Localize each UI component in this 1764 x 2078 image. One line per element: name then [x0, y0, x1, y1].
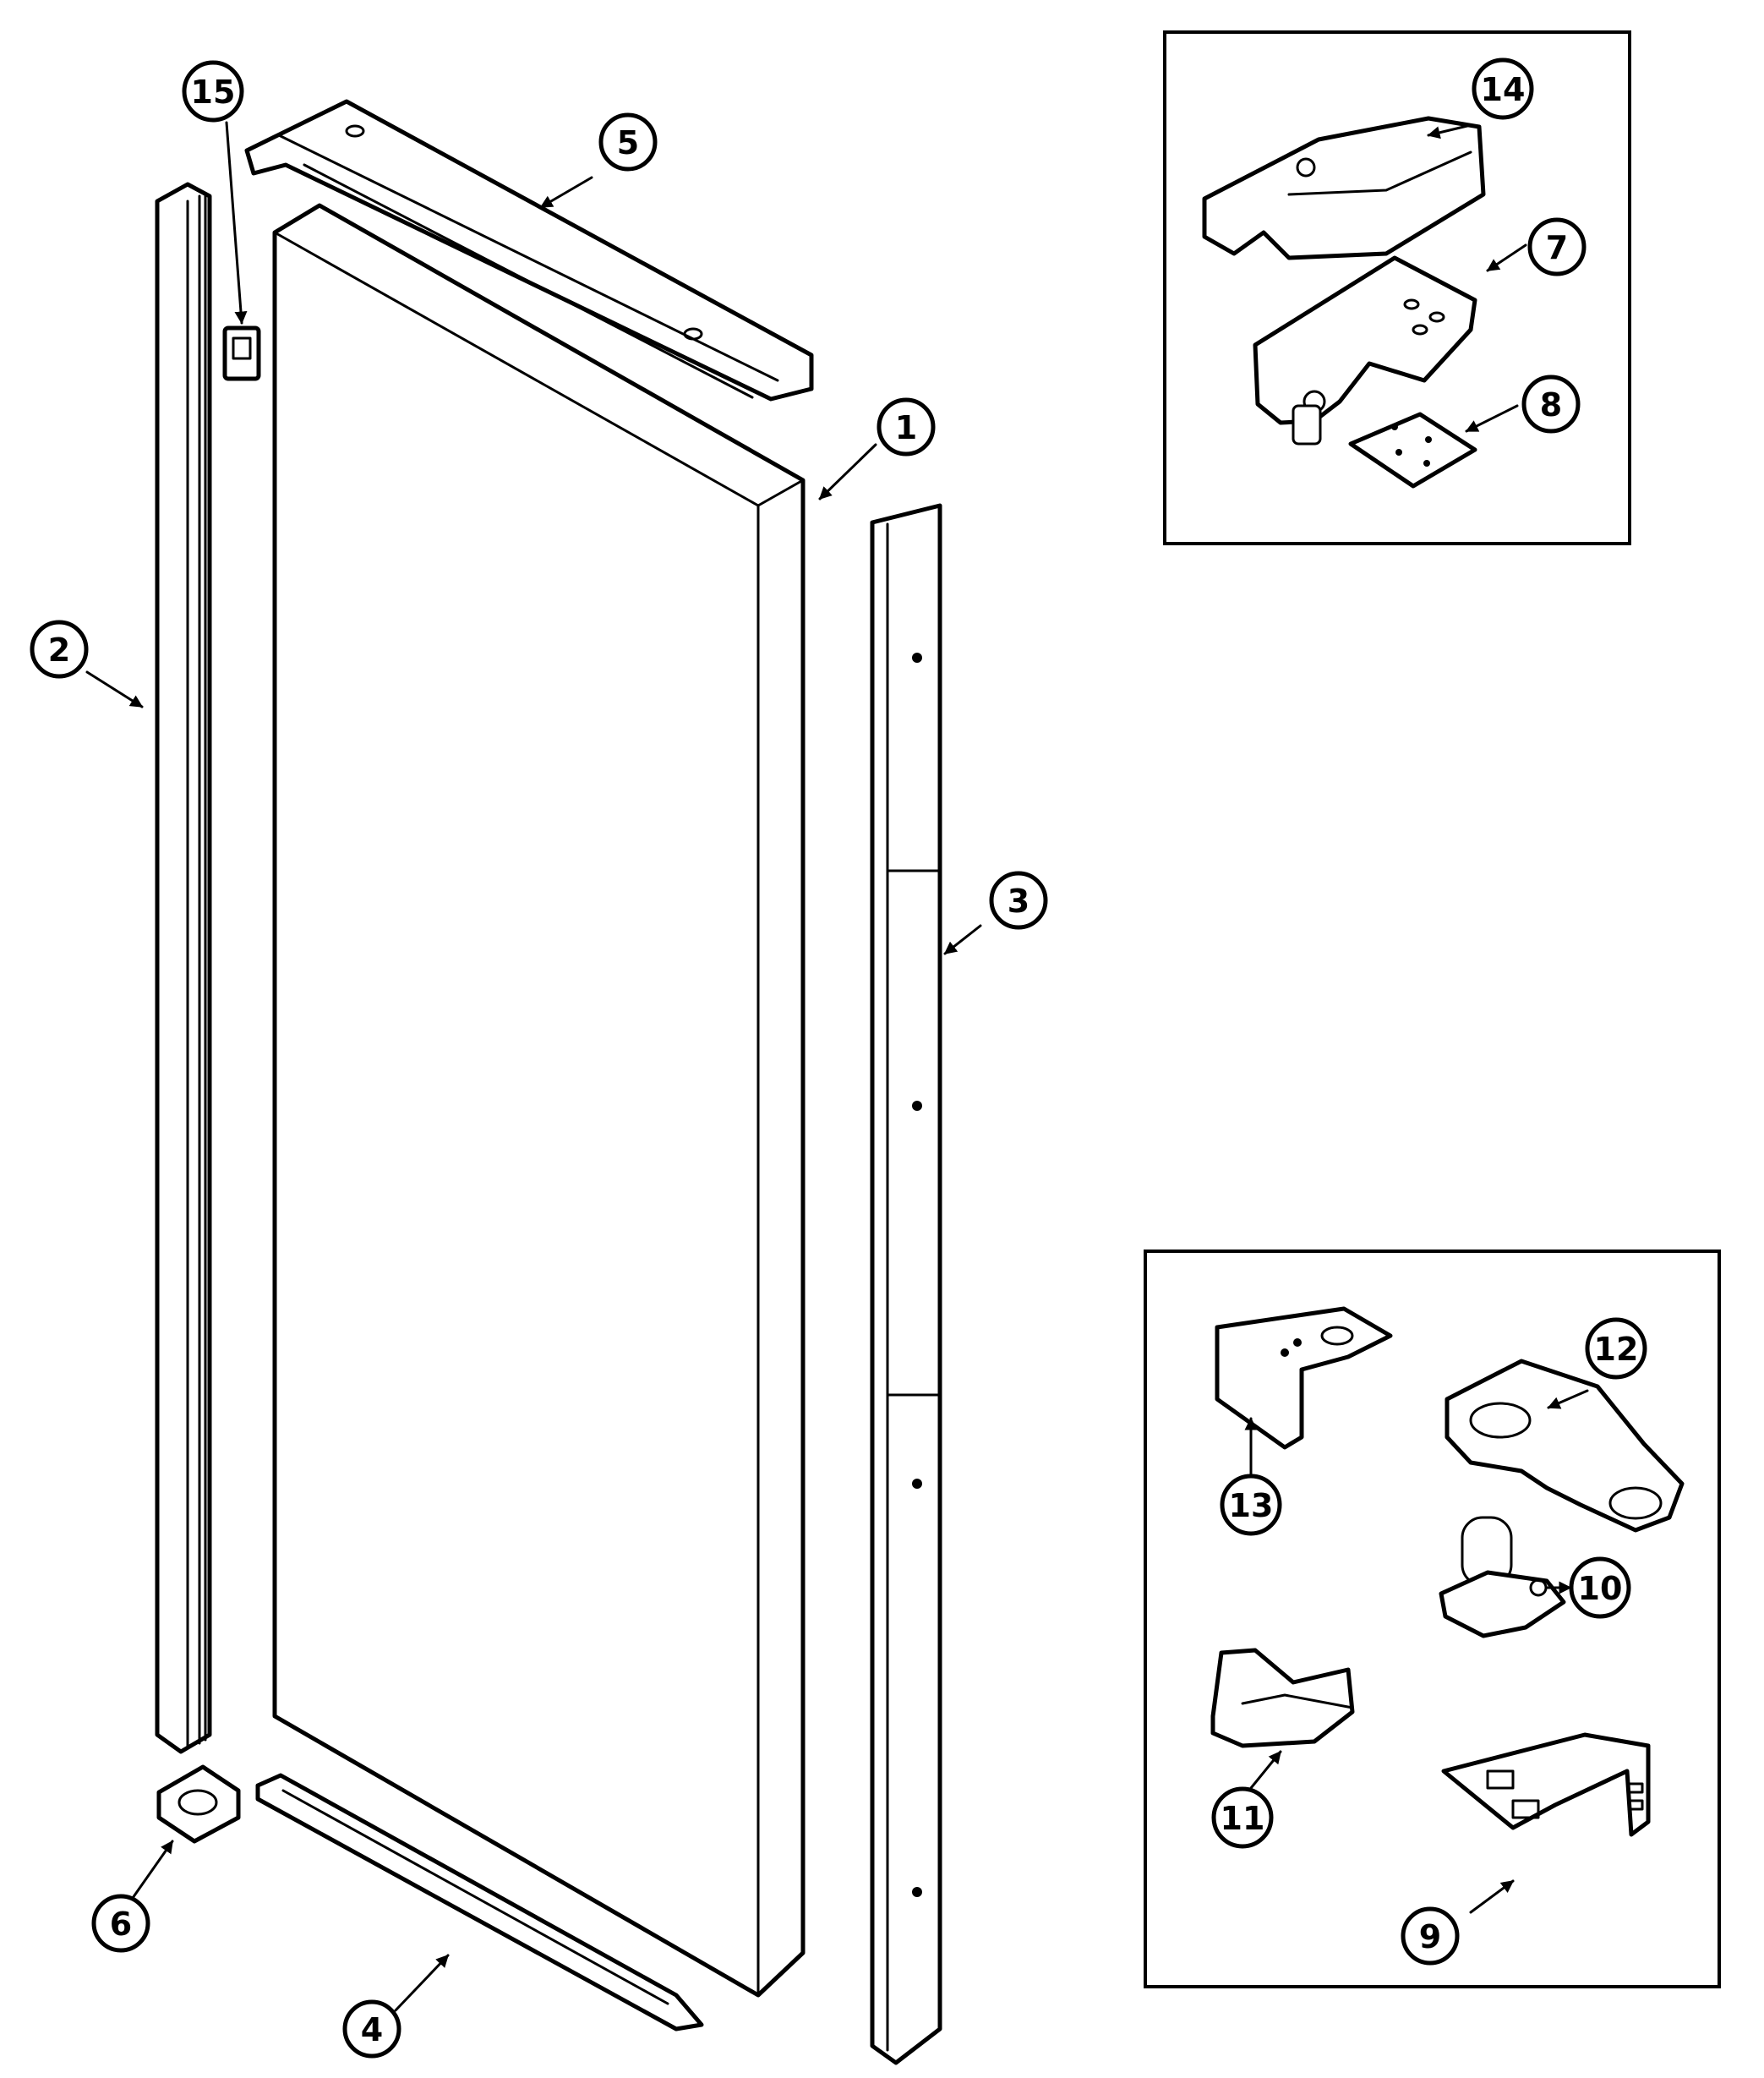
callout-15: 15 [182, 60, 244, 123]
right-trim-strip [870, 503, 942, 2065]
hinge-spacer [1445, 1359, 1685, 1533]
callout-14: 14 [1472, 57, 1534, 120]
lower-hinge-cover [1210, 1648, 1355, 1748]
callout-6: 6 [91, 1894, 150, 1953]
svg-text:13: 13 [1229, 1487, 1274, 1524]
callout-2: 2 [30, 620, 89, 679]
clip-part [222, 325, 261, 381]
top-hinge-cover [1202, 116, 1486, 260]
svg-text:14: 14 [1481, 71, 1526, 108]
svg-text:2: 2 [48, 632, 70, 669]
callout-10: 10 [1569, 1556, 1631, 1619]
svg-text:10: 10 [1578, 1570, 1623, 1607]
callout-11: 11 [1211, 1786, 1274, 1849]
top-cap [244, 99, 814, 402]
bottom-trim-strip [255, 1773, 704, 2032]
bottom-hinge-cover [156, 1764, 241, 1844]
small-bracket [1215, 1306, 1393, 1450]
door-panel [272, 203, 806, 1998]
svg-text:6: 6 [110, 1906, 132, 1943]
svg-text:15: 15 [191, 74, 236, 111]
callout-13: 13 [1220, 1474, 1282, 1536]
leader-lines [85, 121, 1589, 2012]
callout-3: 3 [989, 871, 1048, 930]
callout-1: 1 [877, 397, 936, 457]
svg-text:3: 3 [1008, 883, 1029, 920]
callout-8: 8 [1521, 375, 1581, 434]
hinge-pin [1439, 1516, 1566, 1638]
left-gasket-strip [155, 182, 212, 1754]
svg-text:11: 11 [1221, 1800, 1265, 1837]
svg-text:8: 8 [1540, 386, 1562, 424]
svg-text:9: 9 [1419, 1918, 1441, 1955]
callout-4: 4 [342, 1999, 401, 2059]
shim-plate [1348, 412, 1477, 489]
top-hinge-inset [1163, 30, 1631, 545]
callout-7: 7 [1527, 217, 1587, 276]
lower-hinge-bracket [1441, 1732, 1651, 1837]
callout-12: 12 [1585, 1317, 1647, 1380]
callout-5: 5 [598, 112, 658, 172]
bottom-hinge-inset [1144, 1250, 1721, 1988]
svg-text:1: 1 [895, 409, 917, 446]
svg-text:7: 7 [1546, 229, 1568, 266]
svg-text:4: 4 [361, 2011, 383, 2048]
svg-text:12: 12 [1594, 1331, 1639, 1368]
callout-9: 9 [1401, 1906, 1460, 1966]
hinge-bracket [1253, 255, 1477, 446]
svg-text:5: 5 [617, 124, 639, 161]
